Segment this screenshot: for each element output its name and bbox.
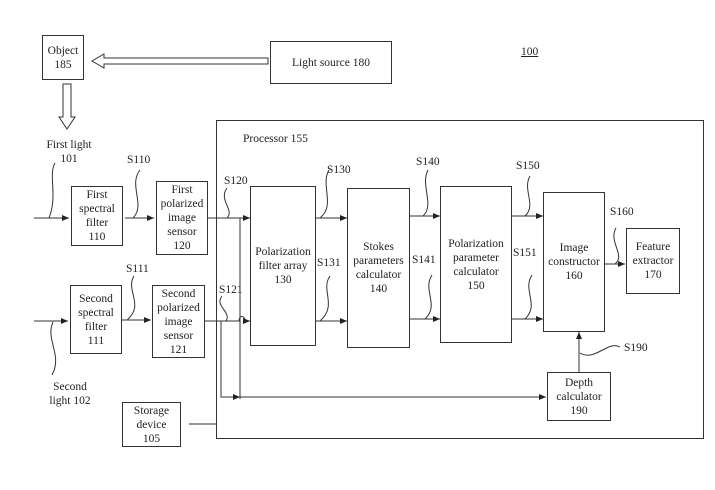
processor-label: Processor 155 <box>243 133 308 145</box>
light-source-block: Light source 180 <box>270 41 392 84</box>
s120-squiggle <box>223 187 230 219</box>
s110-squiggle <box>132 169 141 219</box>
s130-squiggle <box>319 169 330 219</box>
figure-reference: 100 <box>521 46 539 58</box>
signal-s111: S111 <box>126 263 149 275</box>
signal-s120: S120 <box>224 175 248 187</box>
polarization-filter-array-block: Polarization filter array 130 <box>250 186 316 346</box>
processor-container <box>216 120 704 439</box>
second-light-label: Second light 102 <box>49 381 91 407</box>
image-constructor-block: Image constructor 160 <box>543 192 605 332</box>
signal-s110: S110 <box>127 154 151 166</box>
first-light-label: First light 101 <box>46 139 92 165</box>
s131-squiggle <box>319 275 331 322</box>
signal-s140: S140 <box>416 156 440 168</box>
feature-extractor-block: Feature extractor 170 <box>626 228 680 294</box>
storage-device-block: Storage device 105 <box>122 402 181 447</box>
second-light-squiggle <box>50 321 57 376</box>
s140-squiggle <box>422 169 429 217</box>
light-to-object-arrow <box>91 53 269 69</box>
s121-squiggle <box>219 295 228 322</box>
second-polarized-sensor-block: Second polarized image sensor 121 <box>152 285 205 358</box>
stokes-calculator-block: Stokes parameters calculator 140 <box>347 188 410 348</box>
s121-arrow <box>205 316 250 324</box>
s121-branch <box>220 321 240 400</box>
s111-squiggle <box>126 275 136 321</box>
signal-s130: S130 <box>327 164 351 176</box>
signal-s141: S141 <box>412 254 436 266</box>
first-polarized-sensor-block: First polarized image sensor 120 <box>156 181 208 255</box>
depth-calculator-block: Depth calculator 190 <box>547 372 611 421</box>
signal-s131: S131 <box>317 257 341 269</box>
polarization-parameter-calculator-block: Polarization parameter calculator 150 <box>440 186 512 343</box>
object-to-light-arrow <box>58 83 76 130</box>
second-spectral-filter-block: Second spectral filter 111 <box>70 285 122 354</box>
signal-s121: S121 <box>219 284 243 296</box>
signal-s160: S160 <box>610 206 634 218</box>
signal-s190: S190 <box>624 342 648 354</box>
s150-squiggle <box>524 175 531 217</box>
object-block: Object 185 <box>42 35 84 80</box>
s190-squiggle <box>579 345 621 356</box>
signal-s151: S151 <box>513 247 537 259</box>
first-light-squiggle <box>48 162 56 219</box>
signal-s150: S150 <box>516 160 540 172</box>
s141-squiggle <box>424 274 433 320</box>
first-spectral-filter-block: First spectral filter 110 <box>71 186 123 246</box>
s160-squiggle <box>613 227 620 265</box>
s151-squiggle <box>524 274 533 320</box>
